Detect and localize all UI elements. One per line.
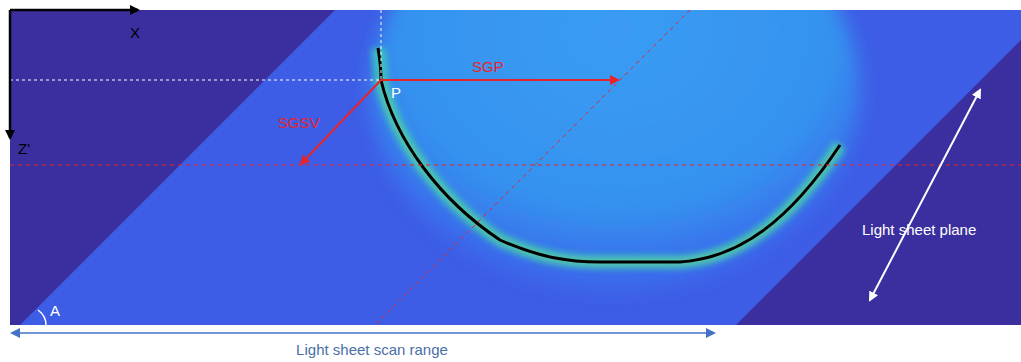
axis-label: X [130, 24, 140, 42]
axis-label: Z' [18, 140, 30, 158]
plane-label: Light sheet plane [862, 221, 976, 239]
vector-label: SGP [472, 58, 504, 76]
vector-label: SGSV [278, 114, 320, 132]
angle-label: A [50, 302, 60, 320]
point-label: P [391, 84, 401, 102]
range-label: Light sheet scan range [296, 341, 448, 359]
